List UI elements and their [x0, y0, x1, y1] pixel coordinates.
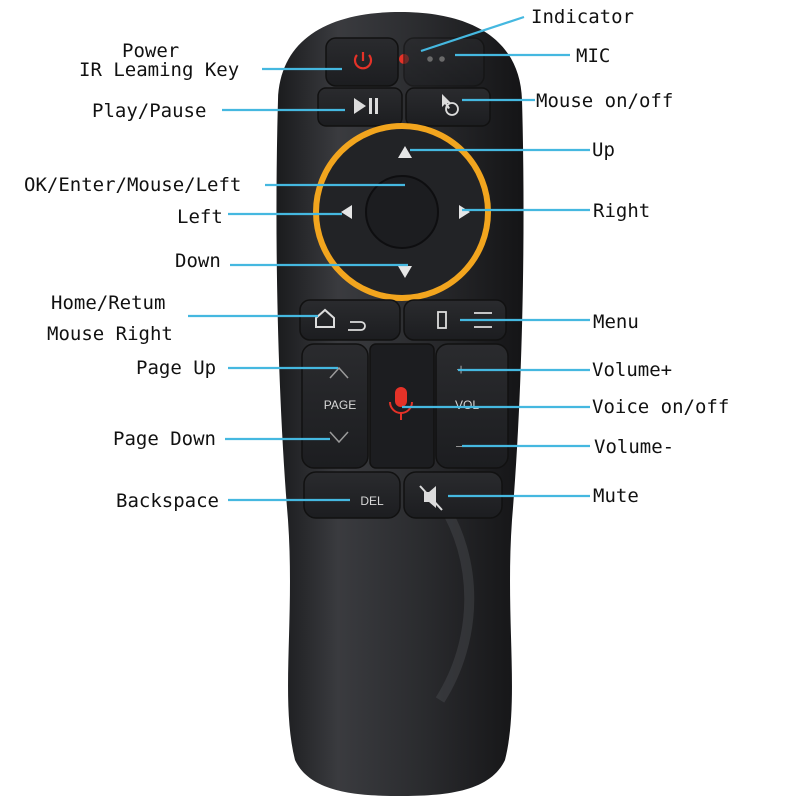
label-right: Right: [593, 200, 651, 222]
leader-indicator: [420, 15, 525, 53]
label-mute: Mute: [593, 485, 639, 507]
label-mic: MIC: [576, 45, 611, 67]
page-up-chevron: [329, 366, 349, 379]
label-down: Down: [175, 250, 221, 272]
power-button[interactable]: [325, 37, 399, 87]
remote-highlight: [435, 497, 475, 703]
dpad-ring[interactable]: [313, 123, 491, 301]
down-arrow-icon[interactable]: [398, 266, 412, 278]
home-icon: [315, 308, 335, 328]
up-arrow-icon[interactable]: [398, 146, 412, 158]
label-page-down: Page Down: [113, 428, 216, 450]
mic-icon: [389, 387, 413, 420]
label-play-pause: Play/Pause: [92, 100, 207, 122]
power-icon: [353, 52, 373, 70]
leader-lines: [188, 15, 590, 502]
label-page-up: Page Up: [136, 357, 217, 379]
return-icon: [348, 321, 366, 331]
del-label: DEL: [360, 494, 384, 508]
label-backspace: Backspace: [116, 490, 219, 512]
label-ir-learning: IR Leaming Key: [79, 59, 240, 81]
vol-label: VOL: [455, 398, 479, 412]
mic-area: [403, 37, 485, 87]
label-home-return: Home/Retum: [51, 292, 166, 314]
mic-hole-1: [427, 56, 433, 62]
label-voice-onoff: Voice on/off: [592, 396, 730, 418]
label-volume-plus: Volume+: [592, 359, 673, 381]
right-arrow-icon[interactable]: [459, 205, 470, 219]
mouse-icon: [442, 94, 459, 116]
mute-icon: [419, 485, 443, 511]
ok-button[interactable]: [365, 175, 439, 249]
page-rocker[interactable]: [301, 343, 369, 469]
label-left: Left: [177, 206, 223, 228]
label-up: Up: [592, 139, 615, 161]
page-label: PAGE: [324, 398, 356, 412]
label-mouse-right: Mouse Right: [47, 323, 173, 345]
del-button[interactable]: [303, 471, 401, 519]
mic-hole-2: [439, 56, 445, 62]
label-volume-minus: Volume-: [594, 436, 675, 458]
play-pause-icon: [354, 98, 378, 114]
left-arrow-icon[interactable]: [341, 205, 352, 219]
label-mouse-onoff: Mouse on/off: [536, 90, 674, 112]
page-down-chevron: [329, 431, 349, 444]
label-power: Power: [122, 40, 180, 62]
label-indicator: Indicator: [531, 6, 634, 28]
label-ok-enter: OK/Enter/Mouse/Left: [24, 174, 242, 196]
label-menu: Menu: [593, 311, 639, 333]
